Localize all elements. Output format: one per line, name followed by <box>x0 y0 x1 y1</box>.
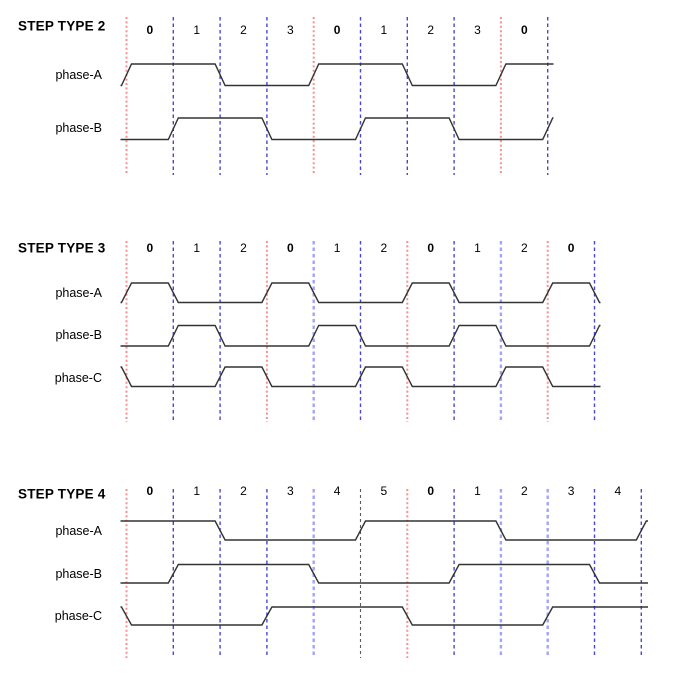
step-number-label: 0 <box>427 240 435 255</box>
waveform-phase-B-section-3 <box>120 563 648 584</box>
step-number-label: 3 <box>286 484 294 498</box>
step-number-label: 1 <box>474 240 481 255</box>
step-number-label: 0 <box>146 23 154 37</box>
step-number-label: 2 <box>240 240 247 255</box>
step-number-label: 1 <box>333 240 341 255</box>
step-number-label: 4 <box>333 484 341 498</box>
step-number-label: 2 <box>240 23 247 37</box>
waveform-phase-A-section-2 <box>120 282 601 304</box>
phase-label-phase-B-section-3: phase-B <box>55 566 102 581</box>
phase-label-phase-B-section-1: phase-B <box>55 120 102 135</box>
step-number-label: 2 <box>520 484 528 498</box>
step-number-label: 3 <box>286 23 294 37</box>
step-number-label: 1 <box>193 484 201 498</box>
step-number-label: 1 <box>380 23 388 37</box>
phase-label-phase-C-section-2: phase-C <box>54 370 102 385</box>
step-number-label: 5 <box>380 484 388 498</box>
section-title-step-type-2: STEP TYPE 2 <box>18 18 106 34</box>
step-number-label: 1 <box>474 484 481 498</box>
phase-label-phase-C-section-3: phase-C <box>54 609 102 623</box>
step-number-label: 1 <box>193 23 201 37</box>
step-number-label: 2 <box>240 484 247 498</box>
waveform-phase-B-section-2 <box>120 324 601 347</box>
waveform-phase-C-section-2 <box>120 366 601 388</box>
step-number-label: 0 <box>146 240 154 255</box>
step-number-label: 0 <box>520 23 528 37</box>
step-number-label: 1 <box>193 240 201 255</box>
step-number-label: 0 <box>567 240 575 255</box>
waveform-phase-A-section-3 <box>120 520 648 541</box>
step-number-label: 0 <box>146 484 154 498</box>
section-title-step-type-4: STEP TYPE 4 <box>18 486 106 502</box>
step-number-label: 0 <box>286 240 294 255</box>
phase-label-phase-A-section-1: phase-A <box>55 67 102 82</box>
step-number-label: 0 <box>333 23 341 37</box>
phase-label-phase-B-section-2: phase-B <box>55 328 102 342</box>
step-number-label: 2 <box>427 23 435 37</box>
waveform-phase-C-section-3 <box>120 606 648 626</box>
step-number-label: 2 <box>380 240 388 255</box>
step-number-label: 3 <box>474 23 481 37</box>
step-number-label: 3 <box>567 484 575 498</box>
step-number-label: 0 <box>427 484 435 498</box>
waveform-phase-B-section-1 <box>120 117 554 141</box>
phase-label-phase-A-section-2: phase-A <box>55 286 102 300</box>
phase-label-phase-A-section-3: phase-A <box>55 523 102 538</box>
step-number-label: 4 <box>614 484 622 498</box>
waveform-phase-A-section-1 <box>120 63 554 87</box>
section-title-step-type-3: STEP TYPE 3 <box>18 240 106 255</box>
step-number-label: 2 <box>520 240 528 255</box>
